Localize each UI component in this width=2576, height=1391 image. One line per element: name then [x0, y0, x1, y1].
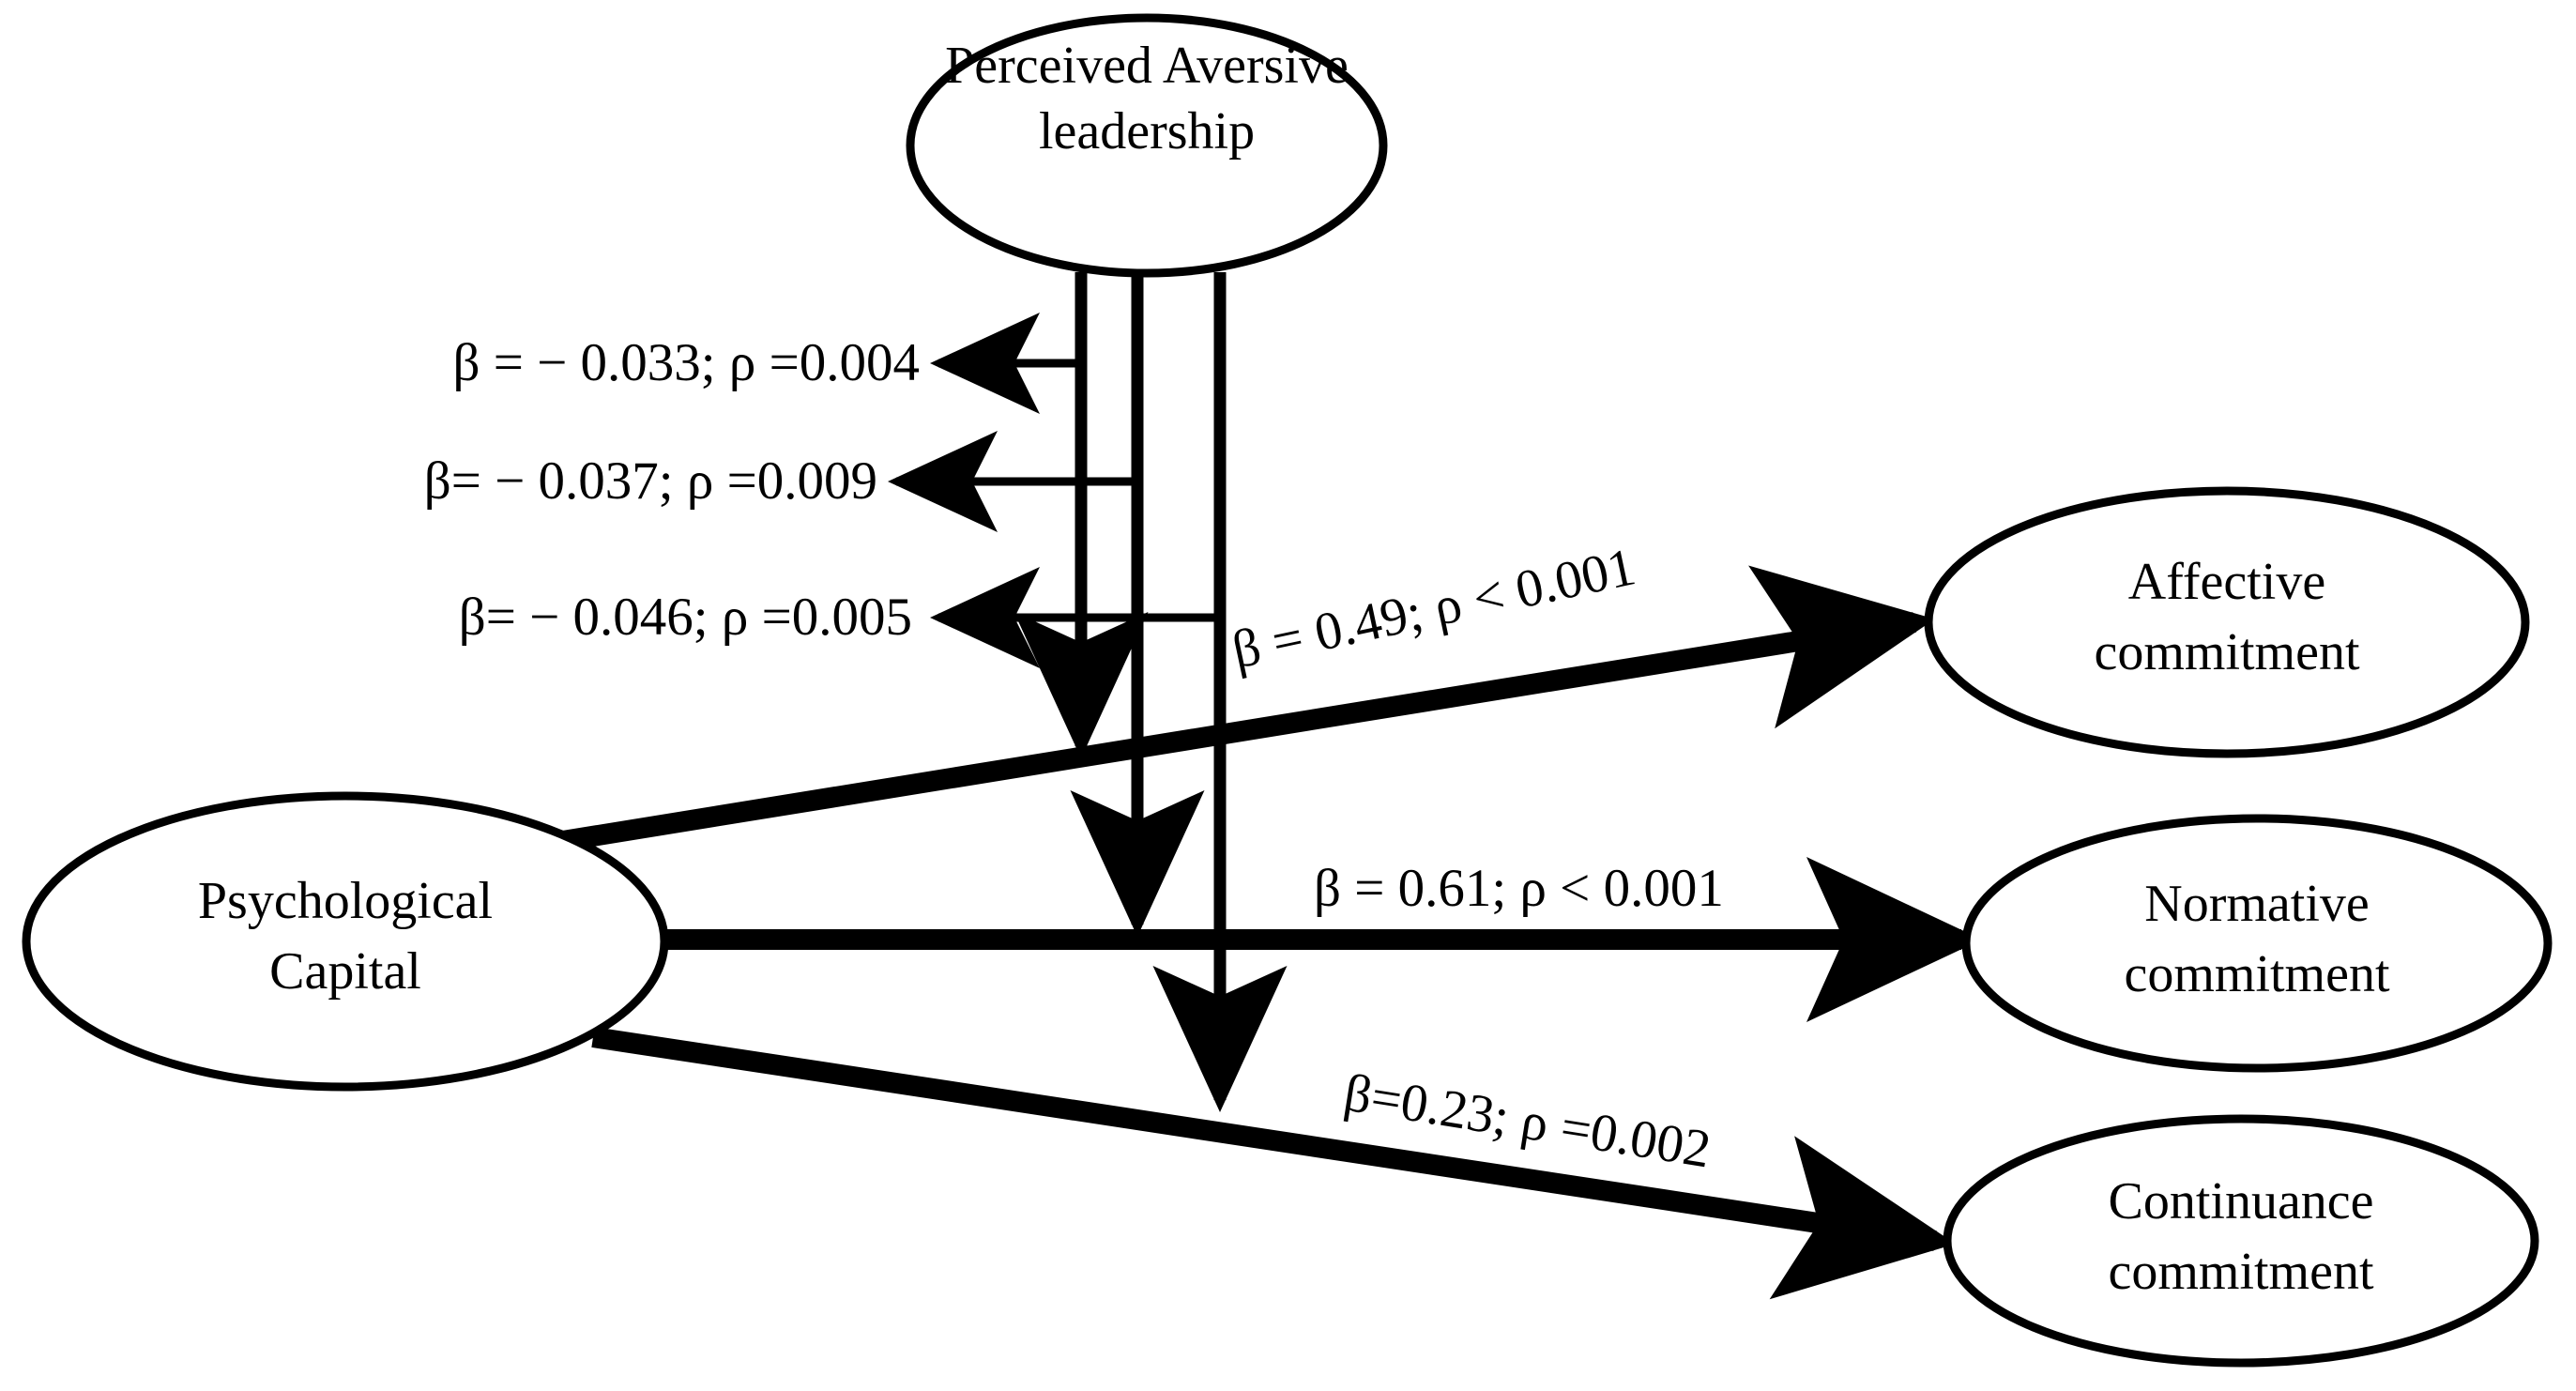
node-ellipse-continuance-commitment[interactable] — [1943, 1114, 2539, 1368]
edge-pal-to-affective-commitment — [930, 272, 1149, 758]
node-normative-commitment[interactable]: Normative commitment — [1961, 814, 2553, 1073]
edge-psycap-to-affective-commitment — [561, 565, 1935, 851]
node-ellipse-normative-commitment[interactable] — [1961, 814, 2553, 1073]
edge-label-pal-continuance-commitment: β= − 0.046; ρ =0.005 — [459, 588, 912, 647]
edge-psycap-to-continuance-commitment — [591, 1027, 1956, 1300]
edge-pal-to-continuance-commitment — [930, 272, 1288, 1112]
node-label-pal-line2: leadership — [1039, 102, 1255, 160]
edge-label-pal-affective-commitment: β = − 0.033; ρ =0.004 — [453, 333, 920, 392]
node-affective-commitment[interactable]: Affective commitment — [1924, 486, 2530, 758]
edge-label-psycap-affective-commitment: β = 0.49; ρ < 0.001 — [1227, 537, 1640, 680]
node-label-pc-line2: Capital — [269, 942, 421, 1001]
node-label-cc-line2: commitment — [2108, 1243, 2374, 1301]
edge-label-pal-normative-commitment: β= − 0.037; ρ =0.009 — [424, 451, 877, 511]
edge-label-psycap-normative-commitment: β = 0.61; ρ < 0.001 — [1314, 859, 1724, 918]
node-label-pal-line1: Perceived Aversive — [945, 37, 1349, 95]
node-perceived-aversive-leadership[interactable]: Perceived Aversive leadership — [906, 13, 1388, 278]
node-label-nc-line2: commitment — [2124, 945, 2390, 1003]
node-label-cc-line1: Continuance — [2108, 1172, 2373, 1230]
edge-line-pc-cc — [591, 1027, 1956, 1300]
node-label-ac-line1: Affective — [2128, 553, 2325, 611]
edge-pal-to-normative-commitment — [888, 272, 1205, 937]
node-label-nc-line1: Normative — [2144, 875, 2369, 933]
node-ellipse-psychological-capital[interactable] — [22, 791, 669, 1092]
node-continuance-commitment[interactable]: Continuance commitment — [1943, 1114, 2539, 1368]
edge-line-pc-ac — [561, 565, 1935, 851]
node-ellipse-affective-commitment[interactable] — [1924, 486, 2530, 758]
node-psychological-capital[interactable]: Psychological Capital — [22, 791, 669, 1092]
node-label-ac-line2: commitment — [2094, 623, 2360, 681]
node-label-pc-line1: Psychological — [198, 872, 493, 930]
node-ellipse-perceived-aversive-leadership[interactable] — [906, 13, 1388, 278]
